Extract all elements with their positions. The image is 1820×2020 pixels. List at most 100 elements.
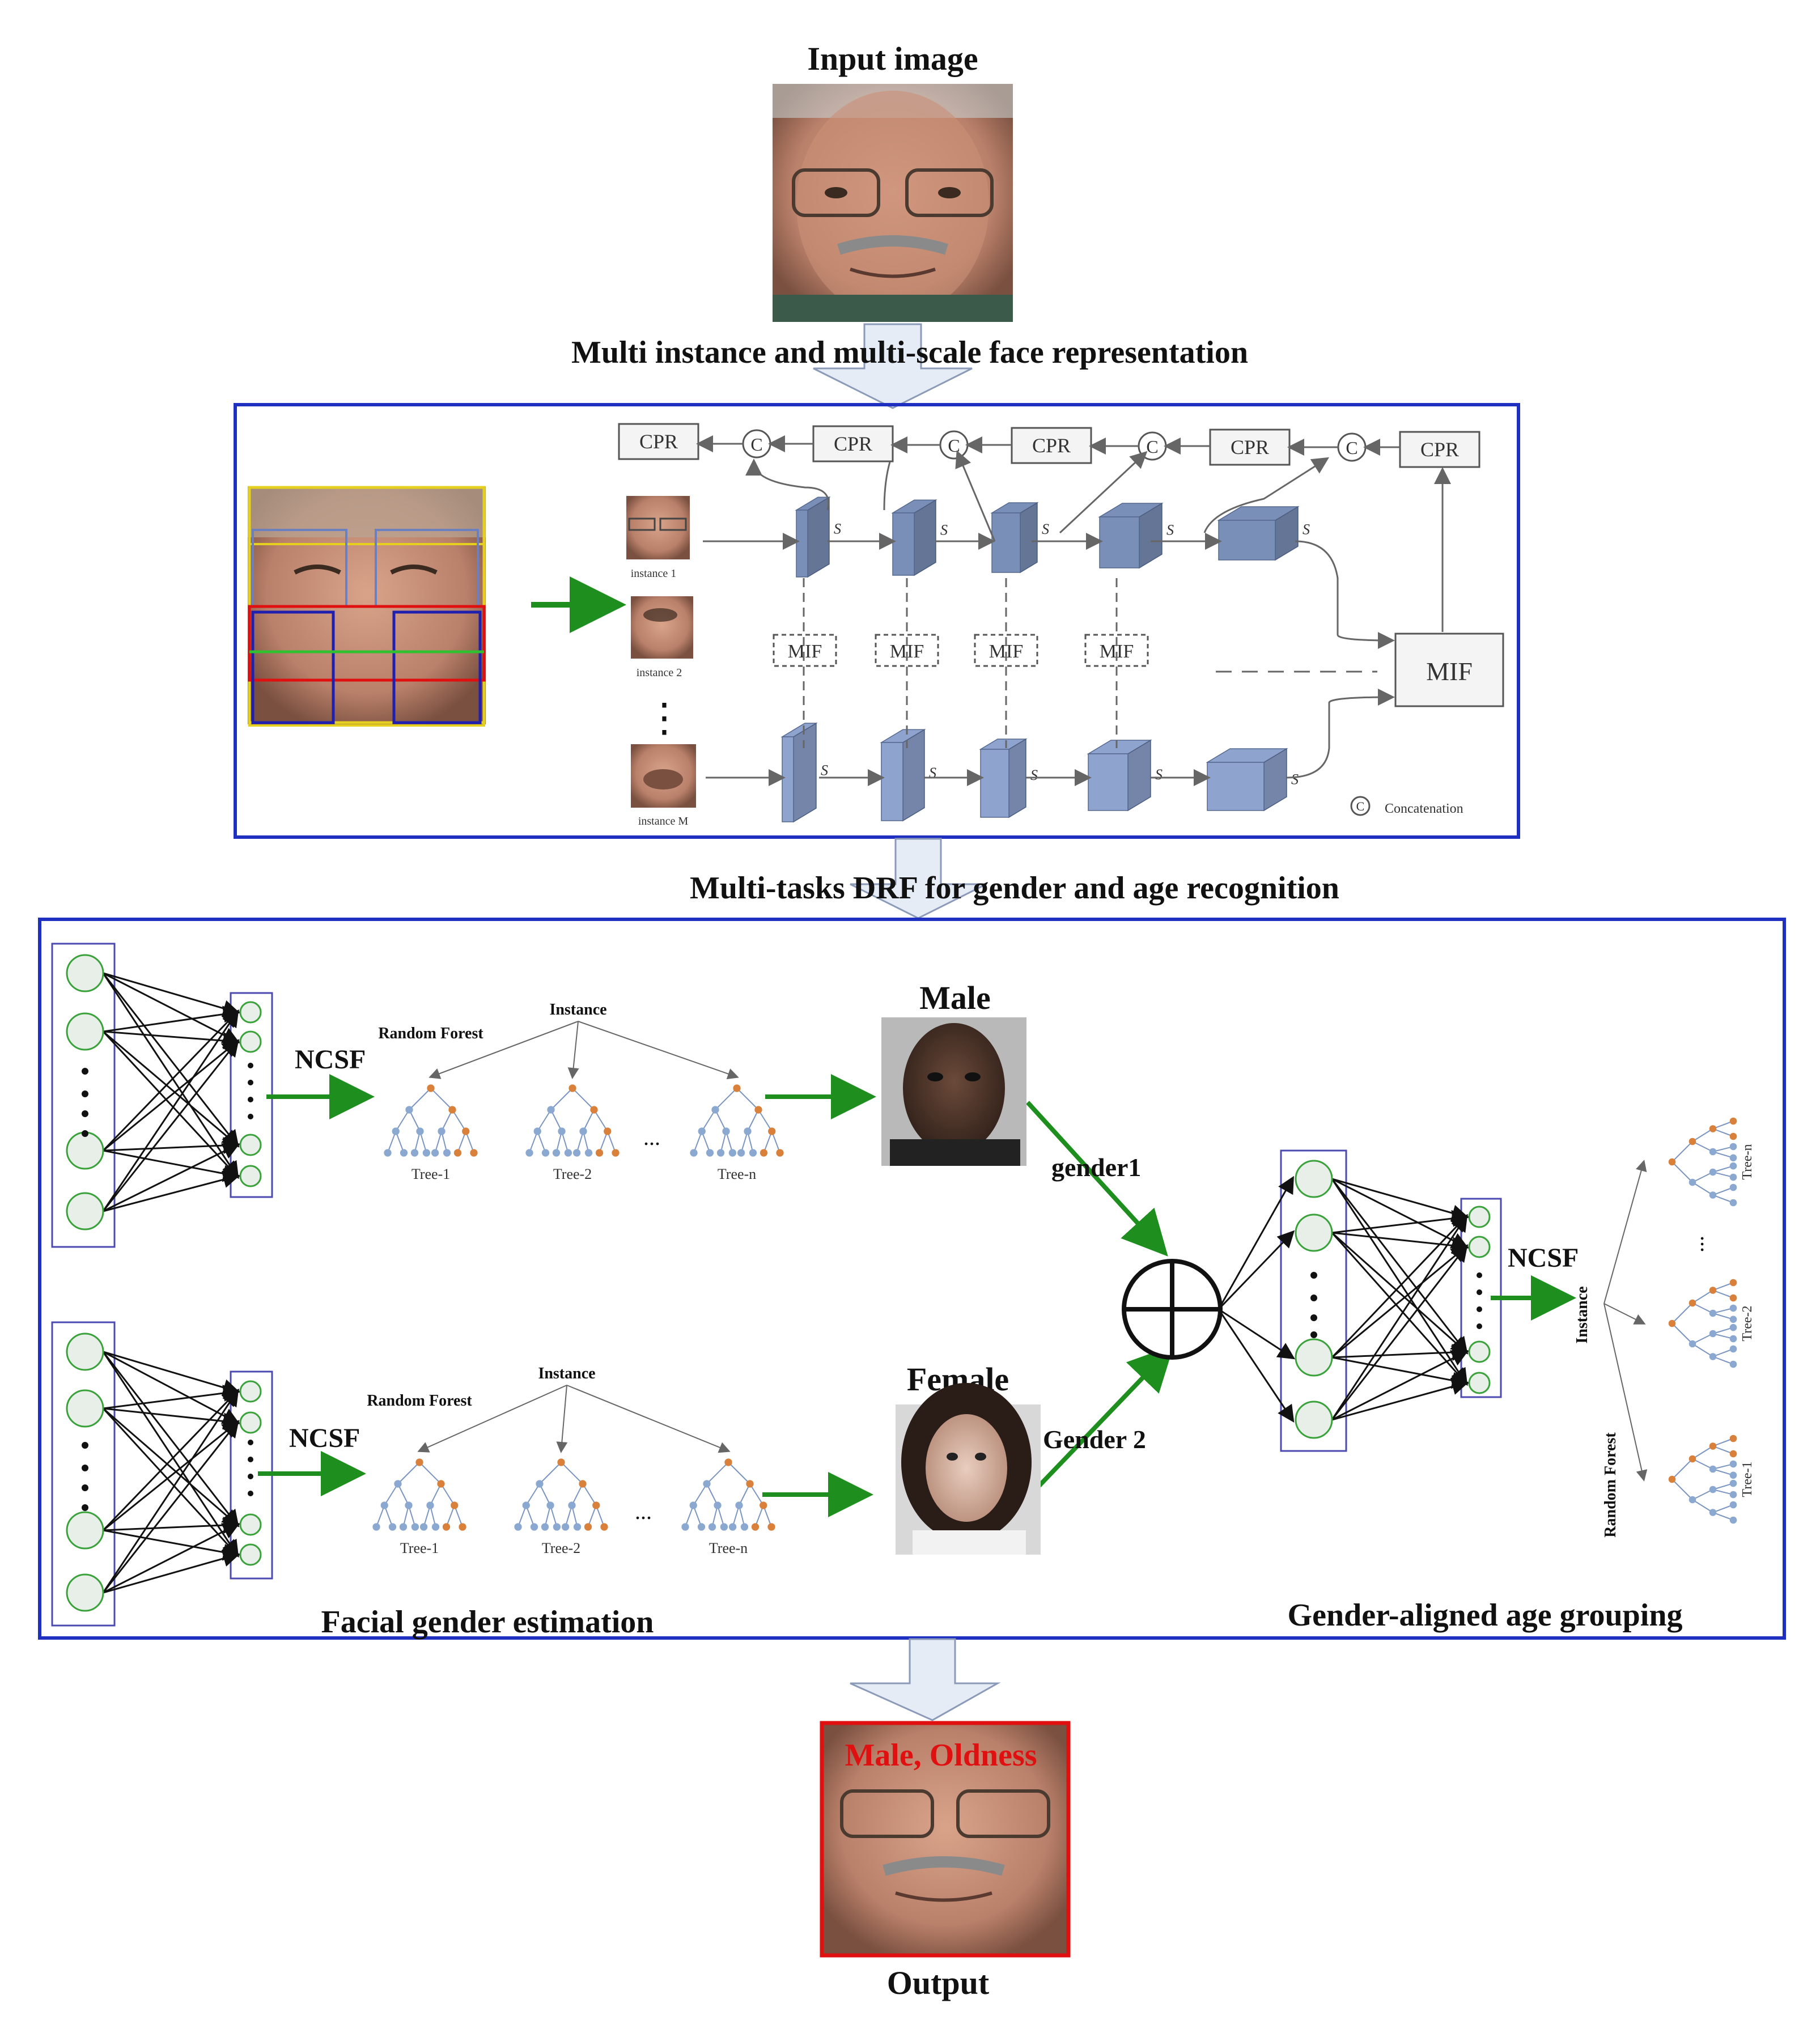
tree-node [1729, 1479, 1737, 1487]
neuron-node [239, 1513, 262, 1536]
neuron-node [66, 954, 104, 992]
connection-arrow [1331, 1214, 1469, 1359]
ellipsis-dot [1477, 1289, 1482, 1295]
tree-node [584, 1523, 592, 1531]
concat-symbol: C [948, 435, 960, 456]
flow-arrow-1 [813, 323, 973, 409]
tree-edge [693, 1131, 703, 1153]
tree-edge [587, 1505, 597, 1527]
connection-arrow [102, 1351, 239, 1527]
top-block-label: S [1303, 521, 1310, 538]
tree-node [612, 1149, 620, 1157]
instance-arrow [567, 1021, 579, 1079]
tree-edge [1692, 1489, 1713, 1500]
fusion-plus-icon [1122, 1259, 1223, 1360]
tree-node [553, 1523, 561, 1531]
ellipsis-dot [82, 1110, 88, 1117]
tree-ellipsis: ... [635, 1499, 652, 1524]
tree-node [547, 1106, 555, 1114]
instance-label-m: instance M [638, 815, 689, 827]
bottom-block-label: S [1030, 767, 1038, 783]
tree-edge [529, 1131, 538, 1153]
tree-label: Tree-1 [1740, 1461, 1755, 1497]
tree-edge [446, 1505, 455, 1527]
tree-edge [453, 1505, 463, 1527]
gender-network-bottom [51, 1321, 273, 1627]
tree-label: Tree-2 [553, 1166, 592, 1182]
tree-node [1729, 1173, 1737, 1181]
tree-edge [1692, 1302, 1713, 1314]
tree-edge [1671, 1302, 1693, 1324]
tree-node [746, 1480, 754, 1488]
tree-node [419, 1523, 428, 1531]
tree-edge [384, 1505, 393, 1527]
instance-label: Instance [538, 1365, 595, 1382]
tree-node [443, 1149, 451, 1157]
bottom-block-label: S [1155, 766, 1163, 783]
input-face-image [773, 84, 1013, 322]
top-block-shade [1275, 507, 1298, 560]
tree-node [569, 1084, 576, 1092]
connection-arrow [103, 972, 240, 1043]
tree-node [564, 1149, 572, 1157]
connection-arrow [1331, 1178, 1468, 1355]
tree-node [690, 1149, 698, 1157]
connection-arrow [103, 1143, 240, 1212]
tree-node [422, 1149, 431, 1157]
connection-arrow [102, 973, 239, 1179]
tree-node [568, 1501, 576, 1509]
tree-node [1709, 1148, 1717, 1156]
ncsf-label-top: NCSF [295, 1045, 366, 1075]
top-block-shade [1020, 503, 1037, 572]
connection-arrow [103, 1523, 240, 1594]
tree-node [1689, 1299, 1696, 1307]
concatenation-legend-symbol: C [1356, 799, 1365, 813]
connection-arrow [1331, 1244, 1468, 1420]
neuron-node [66, 1012, 104, 1051]
instance-vertical-dots: ⋮ [644, 697, 684, 740]
connection-arrow [103, 1407, 240, 1527]
tree-edge [1671, 1458, 1693, 1480]
tree-node [579, 1480, 587, 1488]
tree-edge [749, 1483, 764, 1506]
tree-node [448, 1106, 456, 1114]
bottom-block-front [782, 736, 794, 822]
tree-edge [465, 1131, 474, 1153]
tree-node [706, 1149, 714, 1157]
tree-node [1729, 1183, 1737, 1191]
tree-edge [1671, 1161, 1693, 1183]
tree-edge [762, 1505, 772, 1527]
tree-edge [1712, 1282, 1734, 1291]
fusion-arrow [1217, 1230, 1295, 1310]
tree-node [776, 1149, 784, 1157]
connection-arrow [103, 1385, 240, 1410]
tree-node [744, 1127, 752, 1135]
tree-node [711, 1106, 719, 1114]
tree-node [1729, 1360, 1737, 1368]
tree-node [1729, 1294, 1737, 1302]
neuron-node [239, 1543, 262, 1566]
neuron-node [66, 1332, 104, 1371]
tree-edge [571, 1483, 583, 1506]
male-label: Male [919, 979, 991, 1016]
top-block-label: S [1166, 522, 1174, 538]
tree-node [437, 1480, 445, 1488]
drf-green-arrows [258, 1074, 1576, 1517]
tree-node [525, 1149, 533, 1157]
random-forest-label: Random Forest [378, 1025, 483, 1042]
tree-edge [1692, 1343, 1713, 1357]
tree-edge [771, 1131, 780, 1153]
top-block-front [1218, 520, 1276, 561]
tree-label: Tree-1 [411, 1166, 450, 1182]
tree-node [579, 1127, 587, 1135]
tree-node [416, 1127, 424, 1135]
instance-label: Instance [1573, 1286, 1591, 1343]
tree-rotated [1668, 1117, 1737, 1207]
tree-edge [409, 1109, 421, 1132]
tree-node [1709, 1465, 1717, 1473]
ellipsis-dot [82, 1504, 88, 1511]
connection-arrow [103, 1407, 240, 1430]
random-forest-label: Random Forest [367, 1392, 472, 1410]
